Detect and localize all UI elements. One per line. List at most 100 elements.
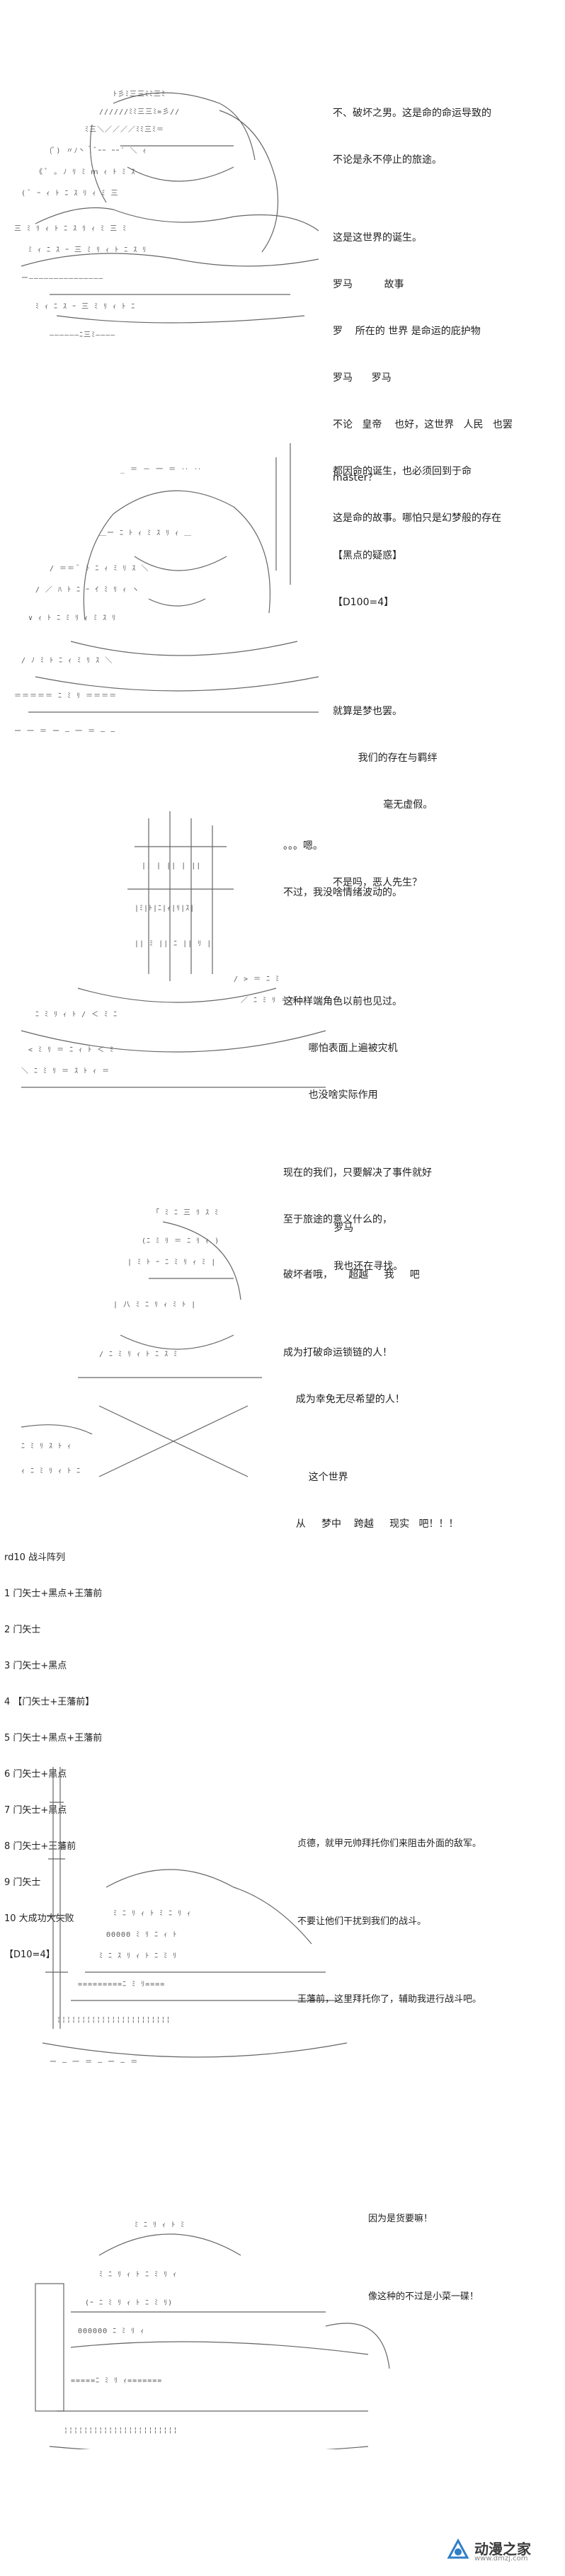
tower-army-art-sketch: ﾐ ﾆ ﾘ ｨ ﾄ ﾐ ﾆ ﾘ ｨ ΘΘΘΘΘ ﾐ ﾘ ﾆ ｨ ﾄ ﾐ ﾆ ｽ …	[42, 1767, 348, 2066]
svg-text:ﾆ ﾐ ﾘ ｽ ﾄ ｨ: ﾆ ﾐ ﾘ ｽ ﾄ ｨ	[21, 1443, 72, 1450]
svg-text:――――――ﾆ三ﾐ――――: ――――――ﾆ三ﾐ――――	[50, 331, 115, 339]
svg-text:( ﾞ ｰ ｨ ﾄ ﾆ ｽ ﾘ ｨ ﾐ 三: ( ﾞ ｰ ｨ ﾄ ﾆ ｽ ﾘ ｨ ﾐ 三	[21, 189, 118, 198]
character-art-sketch: ﾄ彡ﾐ三三ﾐﾐ三ﾐ //////ﾐﾐ三三ﾐ=彡// ﾐ三＼／／／／ﾐﾐ三ﾐ＝ (…	[14, 91, 319, 339]
dialogue-line: 现在的我们，只要解决了事件就好	[283, 1167, 432, 1179]
svg-text:三 ﾐ ﾘ ｨ ﾄ ﾆ ｽ ﾘ ｨ ﾐ 三 ﾐ: 三 ﾐ ﾘ ｨ ﾄ ﾆ ｽ ﾘ ｨ ﾐ 三 ﾐ	[14, 225, 127, 233]
svg-text:| 八 ﾐ ﾆ ﾘ ｨ ﾐ ﾄ |: | 八 ﾐ ﾆ ﾘ ｨ ﾐ ﾄ |	[113, 1301, 196, 1309]
dialogue-line: 王藩前，这里拜托你了，辅助我进行战斗吧。	[297, 1994, 482, 2005]
dice-result: 【D10=4】	[4, 1950, 55, 1960]
svg-text:《 ﾟ ｡ ﾉ ﾘ ﾐ ｍ ｨ ﾄ ﾐ ｽ: 《 ﾟ ｡ ﾉ ﾘ ﾐ ｍ ｨ ﾄ ﾐ ｽ	[35, 168, 135, 176]
svg-text:∨ ｨ ﾄ ﾆ ﾐ ﾘ ｨ ﾐ ｽ ﾘ: ∨ ｨ ﾄ ﾆ ﾐ ﾘ ｨ ﾐ ｽ ﾘ	[28, 614, 116, 622]
panel-6-text: 贞德，就甲元帅拜托你们来阻击外面的敌军。 不要让他们干扰到我们的战斗。 王藩前，…	[297, 1805, 481, 2039]
svg-text:＝＝＝＝＝ ﾆ ﾐ ﾘ ＝＝＝＝: ＝＝＝＝＝ ﾆ ﾐ ﾘ ＝＝＝＝	[14, 692, 117, 700]
svg-text:|| ﾐ || ﾆ || ﾘ |: || ﾐ || ﾆ || ﾘ |	[135, 940, 212, 948]
dialogue-line: 不论 皇帝 也好，这世界 人民 也罢	[333, 419, 513, 430]
dialogue-line: 【黑点的疑惑】	[333, 550, 402, 561]
svg-text:ﾐ ｨ ﾆ ｽ ｰ 三 ﾐ ﾘ ｨ ﾄ ﾆ ｽ ﾘ: ﾐ ｨ ﾆ ｽ ｰ 三 ﾐ ﾘ ｨ ﾄ ﾆ ｽ ﾘ	[28, 246, 147, 254]
panel-6: ﾐ ﾆ ﾘ ｨ ﾄ ﾐ ﾆ ﾘ ｨ ΘΘΘΘΘ ﾐ ﾘ ﾆ ｨ ﾄ ﾐ ﾆ ｽ …	[0, 1727, 565, 2095]
svg-text:/ ﾉ ﾐ ﾄ ﾆ ｨ ﾐ ﾘ ｽ ＼: / ﾉ ﾐ ﾄ ﾆ ｨ ﾐ ﾘ ｽ ＼	[21, 656, 113, 665]
ascii-art-2: _ ＝ － 一 ＝ ‥ ‥ ＿ー ﾆ ﾄ ｨ ﾐ ｽ ﾘ ｨ ＿ / ＝＝ ﾞ …	[7, 411, 333, 736]
dialogue-line: 。。。嗯。	[283, 840, 323, 852]
svg-text:ー 一 ＝ ー ― 一 ＝ ― ―: ー 一 ＝ ー ― 一 ＝ ― ―	[14, 728, 115, 735]
panel-1-text: 不、破坏之男。这是命的命运导致的 不论是永不停止的旅途。 这是这世界的诞生。 罗…	[333, 74, 513, 557]
svg-text:＿ー ﾆ ﾄ ｨ ﾐ ｽ ﾘ ｨ ＿: ＿ー ﾆ ﾄ ｨ ﾐ ｽ ﾘ ｨ ＿	[99, 529, 192, 537]
dialogue-line: 罗马 罗马	[333, 372, 392, 384]
dialogue-line: 不是吗，恶人先生？	[333, 877, 422, 888]
svg-text:|| | || | ||: || | || | ||	[142, 862, 201, 870]
svg-text:ﾐ ﾆ ﾘ ｨ ﾄ ﾐ ﾆ ﾘ ｨ: ﾐ ﾆ ﾘ ｨ ﾄ ﾐ ﾆ ﾘ ｨ	[113, 1910, 191, 1918]
svg-text:ー―――――――――――――――: ー―――――――――――――――	[21, 275, 103, 282]
dialogue-line: 从 梦中 跨越 现实 吧！！！	[283, 1518, 459, 1530]
dialogue-line: 毫无虚假。	[333, 799, 433, 811]
dialogue-line: 这是命的故事。哪怕只是幻梦般的存在	[333, 513, 501, 524]
svg-text:＼ ﾆ ﾐ ﾘ ＝ ｽ ﾄ ｨ ＝: ＼ ﾆ ﾐ ﾘ ＝ ｽ ﾄ ｨ ＝	[21, 1067, 110, 1075]
dialogue-line: 破坏者哦， 超越 我 吧	[283, 1269, 420, 1281]
panel-3-text: 。。。嗯。 不过，我没啥情绪波动的。 这种样端角色以前也见过。 哪怕表面上遍被灾…	[283, 807, 432, 1305]
dialogue-line: 至于旅途的意义什么的，	[283, 1214, 392, 1225]
dice-table-title: rd10 战斗阵列	[4, 1552, 66, 1563]
svg-text:|ﾐ|ﾄ|ﾆ|ｨ|ﾘ|ｽ|: |ﾐ|ﾄ|ﾆ|ｨ|ﾘ|ｽ|	[135, 905, 195, 912]
panel-3: || | || | || |ﾐ|ﾄ|ﾆ|ｨ|ﾘ|ｽ| || ﾐ || ﾆ || …	[0, 765, 565, 1272]
ascii-art-3: || | || | || |ﾐ|ﾄ|ﾆ|ｨ|ﾘ|ｽ| || ﾐ || ﾆ || …	[7, 786, 333, 1097]
watermark-name: 动漫之家	[474, 2541, 531, 2558]
character-art-sketch: _ ＝ － 一 ＝ ‥ ‥ ＿ー ﾆ ﾄ ｨ ﾐ ｽ ﾘ ｨ ＿ / ＝＝ ﾞ …	[14, 443, 319, 735]
ascii-art-7: ﾐ ﾆ ﾘ ｨ ﾄ ﾐ ﾐ ﾆ ﾘ ｨ ﾄ ﾆ ﾐ ﾘ ｨ (ｰ ﾆ ﾐ ﾘ ｨ…	[28, 2152, 396, 2449]
svg-text:／ ﾆ ﾐ ﾘ ＝＝: ／ ﾆ ﾐ ﾘ ＝＝	[241, 996, 297, 1004]
dialogue-line: 就算是梦也罢。	[333, 706, 402, 717]
dialogue-line: 不要让他们干扰到我们的战斗。	[297, 1916, 427, 1927]
dialogue-line: 这种样端角色以前也见过。	[283, 996, 402, 1007]
panel-2: _ ＝ － 一 ＝ ‥ ‥ ＿ー ﾆ ﾄ ｨ ﾐ ｽ ﾘ ｨ ＿ / ＝＝ ﾞ …	[0, 396, 565, 888]
panel-4: ｢ ﾐ ﾆ 三 ﾘ ｽ ﾐ (ﾆ ﾐ ﾘ ＝ ﾆ ﾘ ｨ ) | ﾐ ﾄ ｰ ﾆ…	[0, 1161, 565, 1530]
watermark-logo: 动漫之家 www.dmzj.com	[446, 2535, 552, 2566]
svg-text:/ ＝＝ ﾞ ﾄ ﾆ ｨ ﾐ ﾘ ｽ ＼: / ＝＝ ﾞ ﾄ ﾆ ｨ ﾐ ﾘ ｽ ＼	[50, 564, 149, 573]
dialogue-line: 成为幸免无尽希望的人！	[283, 1394, 405, 1405]
svg-text:ﾐ ｨ ﾆ ｽ ｰ 三 ﾐ ﾘ ｨ ﾄ ﾆ: ﾐ ｨ ﾆ ｽ ｰ 三 ﾐ ﾘ ｨ ﾄ ﾆ	[35, 303, 135, 311]
dialogue-line: 罗马	[283, 1223, 354, 1234]
dice-option: 5 门矢士+黑点+王藩前	[4, 1733, 103, 1744]
dice-option: 4 【门矢士+王藩前】	[4, 1697, 95, 1707]
character-art-sketch: || | || | || |ﾐ|ﾄ|ﾆ|ｨ|ﾘ|ｽ| || ﾐ || ﾆ || …	[21, 811, 326, 1088]
svg-text:=====ﾆ ﾐ ﾘ ｨ=======: =====ﾆ ﾐ ﾘ ｨ=======	[71, 2377, 162, 2385]
ascii-art-1: ﾄ彡ﾐ三三ﾐﾐ三ﾐ //////ﾐﾐ三三ﾐ=彡// ﾐ三＼／／／／ﾐﾐ三ﾐ＝ (…	[7, 64, 333, 340]
panel-5: rd10 战斗阵列 1 门矢士+黑点+王藩前 2 门矢士 3 门矢士+黑点 4 …	[0, 1515, 565, 1960]
panel-2-text: master？ 【黑点的疑惑】 【D100=4】 就算是梦也罢。 我们的存在与羁…	[333, 439, 438, 922]
svg-text://////ﾐﾐ三三ﾐ=彡//: //////ﾐﾐ三三ﾐ=彡//	[99, 108, 180, 116]
svg-text:¦¦¦¦¦¦¦¦¦¦¦¦¦¦¦¦¦¦¦¦¦¦¦: ¦¦¦¦¦¦¦¦¦¦¦¦¦¦¦¦¦¦¦¦¦¦¦	[64, 2427, 178, 2434]
character-art-sketch: ｢ ﾐ ﾆ 三 ﾘ ｽ ﾐ (ﾆ ﾐ ﾘ ＝ ﾆ ﾘ ｨ ) | ﾐ ﾄ ｰ ﾆ…	[21, 1208, 262, 1477]
dialogue-line: 我也还在寻找。	[283, 1261, 404, 1272]
svg-text:(ｰ ﾆ ﾐ ﾘ ｨ ﾄ ﾆ ﾐ ﾘ): (ｰ ﾆ ﾐ ﾘ ｨ ﾄ ﾆ ﾐ ﾘ)	[85, 2299, 173, 2307]
svg-text:(ﾟ) 〃ﾉ丶｀ﾞｰｰ ｰｰ´ ＼ ｨ: (ﾟ) 〃ﾉ丶｀ﾞｰｰ ｰｰ´ ＼ ｨ	[50, 145, 147, 155]
dialogue-line: master？	[333, 472, 378, 483]
dialogue-line: 不过，我没啥情绪波动的。	[283, 887, 402, 898]
svg-text:ΘΘΘΘΘ ﾐ ﾘ ﾆ ｨ ﾄ: ΘΘΘΘΘ ﾐ ﾘ ﾆ ｨ ﾄ	[106, 1931, 177, 1939]
vehicle-art-sketch: ﾐ ﾆ ﾘ ｨ ﾄ ﾐ ﾐ ﾆ ﾘ ｨ ﾄ ﾆ ﾐ ﾘ ｨ (ｰ ﾆ ﾐ ﾘ ｨ…	[35, 2221, 390, 2449]
dialogue-line: 我们的存在与羁绊	[333, 752, 438, 764]
svg-text:/ > ＝ ﾆ ﾐ: / > ＝ ﾆ ﾐ	[234, 975, 280, 983]
ascii-art-4: ｢ ﾐ ﾆ 三 ﾘ ｽ ﾐ (ﾆ ﾐ ﾘ ＝ ﾆ ﾘ ｨ ) | ﾐ ﾄ ｰ ﾆ…	[7, 1175, 312, 1487]
svg-text:| ﾐ ﾄ ｰ ﾆ ﾐ ﾘ ｨ ﾐ |: | ﾐ ﾄ ｰ ﾆ ﾐ ﾘ ｨ ﾐ |	[127, 1259, 216, 1266]
svg-text:/ ／ ﾊ ﾄ ﾆ ｰ ｲ ﾐ ﾘ ｨ ヽ: / ／ ﾊ ﾄ ﾆ ｰ ｲ ﾐ ﾘ ｨ ヽ	[35, 585, 139, 594]
panel-4-text: 罗马 破坏者哦， 超越 我 吧 成为打破命运锁链的人！ 成为幸免无尽希望的人！ …	[283, 1189, 458, 1563]
dialogue-line: 罗马 故事	[333, 279, 404, 290]
panel-7-text: 因为是货要嘛！ 像这种的不过是小菜一碟！	[368, 2180, 479, 2336]
dialogue-line: 不论是永不停止的旅途。	[333, 154, 442, 166]
svg-text:ﾐ ﾆ ﾘ ｨ ﾄ ﾆ ﾐ ﾘ ｨ: ﾐ ﾆ ﾘ ｨ ﾄ ﾆ ﾐ ﾘ ｨ	[99, 2271, 177, 2279]
panel-7: ﾐ ﾆ ﾘ ｨ ﾄ ﾐ ﾐ ﾆ ﾘ ｨ ﾄ ﾆ ﾐ ﾘ ｨ (ｰ ﾆ ﾐ ﾘ ｨ…	[0, 2095, 565, 2576]
dialogue-line: 这个世界	[283, 1472, 348, 1483]
svg-text:ー ― 一 ＝ ― ー ― ＝: ー ― 一 ＝ ― ー ― ＝	[50, 2059, 138, 2066]
svg-text:ﾄ彡ﾐ三三ﾐﾐ三ﾐ: ﾄ彡ﾐ三三ﾐﾐ三ﾐ	[113, 91, 166, 98]
dialogue-line: 这是这世界的诞生。	[333, 232, 422, 244]
dialogue-line: 不、破坏之男。这是命的命运导致的	[333, 108, 491, 119]
dialogue-line: 哪怕表面上遍被灾机	[283, 1043, 398, 1054]
dialogue-line: 成为打破命运锁链的人！	[283, 1347, 392, 1358]
dmzj-logo-icon	[447, 2538, 469, 2559]
watermark-url: www.dmzj.com	[474, 2555, 528, 2563]
svg-text:ﾐ ﾆ ﾘ ｨ ﾄ ﾐ: ﾐ ﾆ ﾘ ｨ ﾄ ﾐ	[135, 2221, 185, 2229]
panel-1: ﾄ彡ﾐ三三ﾐﾐ三ﾐ //////ﾐﾐ三三ﾐ=彡// ﾐ三＼／／／／ﾐﾐ三ﾐ＝ (…	[0, 0, 565, 524]
svg-text:ﾐ三＼／／／／ﾐﾐ三ﾐ＝: ﾐ三＼／／／／ﾐﾐ三ﾐ＝	[85, 125, 164, 134]
dialogue-line: 因为是货要嘛！	[368, 2214, 433, 2224]
dialogue-line: 都因命的诞生，也必须回到于命	[333, 466, 472, 477]
dice-option: 3 门矢士+黑点	[4, 1661, 67, 1671]
svg-text:ｨ ﾆ ﾐ ﾘ ｨ ﾄ ﾆ: ｨ ﾆ ﾐ ﾘ ｨ ﾄ ﾆ	[21, 1467, 81, 1475]
svg-text:< ﾐ ﾘ ＝ ﾆ ｨ ﾄ ＜ ﾐ: < ﾐ ﾘ ＝ ﾆ ｨ ﾄ ＜ ﾐ	[28, 1046, 114, 1054]
